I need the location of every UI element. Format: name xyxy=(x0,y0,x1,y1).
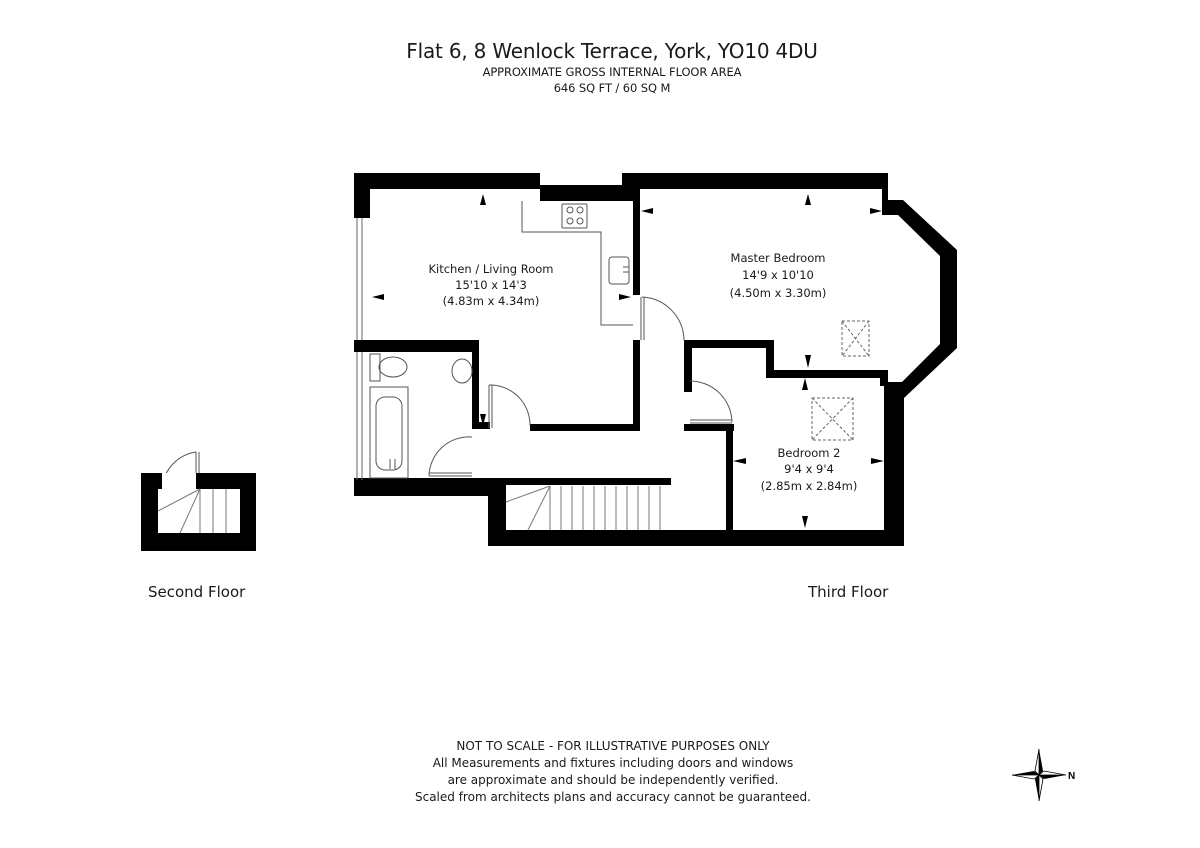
doors xyxy=(161,296,733,489)
disclaimer-line-4: Scaled from architects plans and accurac… xyxy=(414,790,811,804)
compass-rose-icon: N xyxy=(1011,748,1075,802)
room-bedroom-2: Bedroom 2 9'4 x 9'4 (2.85m x 2.84m) xyxy=(761,446,858,493)
room-master-bedroom: Master Bedroom 14'9 x 10'10 (4.50m x 3.3… xyxy=(730,251,827,300)
svg-text:Bedroom 2: Bedroom 2 xyxy=(778,446,841,460)
svg-text:15'10 x 14'3: 15'10 x 14'3 xyxy=(455,278,527,292)
disclaimer-line-3: are approximate and should be independen… xyxy=(447,773,779,787)
svg-text:(4.50m x 3.30m): (4.50m x 3.30m) xyxy=(730,286,827,300)
svg-text:(4.83m x 4.34m): (4.83m x 4.34m) xyxy=(443,294,540,308)
dimension-markers xyxy=(372,194,884,528)
window-left xyxy=(356,218,363,480)
disclaimer-line-2: All Measurements and fixtures including … xyxy=(432,756,794,770)
room-kitchen-living: Kitchen / Living Room 15'10 x 14'3 (4.83… xyxy=(428,262,553,308)
floor-area: 646 SQ FT / 60 SQ M xyxy=(553,81,671,95)
kitchen-counter xyxy=(521,201,633,326)
svg-text:9'4 x 9'4: 9'4 x 9'4 xyxy=(784,462,834,476)
svg-text:N: N xyxy=(1068,771,1075,782)
svg-text:(2.85m x 2.84m): (2.85m x 2.84m) xyxy=(761,479,858,493)
bathroom-fixtures xyxy=(369,353,473,479)
property-address: Flat 6, 8 Wenlock Terrace, York, YO10 4D… xyxy=(406,39,818,63)
disclaimer-line-1: NOT TO SCALE - FOR ILLUSTRATIVE PURPOSES… xyxy=(456,739,770,753)
second-floor-plan xyxy=(141,473,256,551)
skylights xyxy=(811,320,870,441)
plan-header: Flat 6, 8 Wenlock Terrace, York, YO10 4D… xyxy=(0,38,1200,96)
third-floor-label: Third Floor xyxy=(808,583,889,601)
area-caption: APPROXIMATE GROSS INTERNAL FLOOR AREA xyxy=(482,65,742,79)
svg-text:14'9 x 10'10: 14'9 x 10'10 xyxy=(742,268,814,282)
svg-text:Kitchen / Living Room: Kitchen / Living Room xyxy=(428,262,553,276)
staircase-third-floor xyxy=(505,485,661,531)
disclaimer: NOT TO SCALE - FOR ILLUSTRATIVE PURPOSES… xyxy=(0,738,1200,806)
second-floor-label: Second Floor xyxy=(148,583,246,601)
svg-text:Master Bedroom: Master Bedroom xyxy=(731,251,826,265)
third-floor-walls xyxy=(354,173,957,546)
